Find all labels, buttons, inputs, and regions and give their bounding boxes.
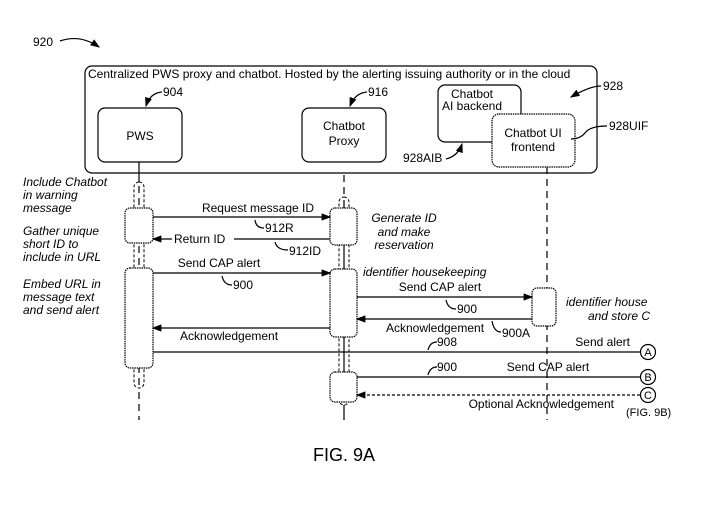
ref-928UIF-leader (570, 125, 608, 140)
proxy-activation-2 (329, 268, 358, 338)
ref-900A-leader (491, 320, 502, 333)
send-cap-3-label: Send CAP alert (507, 360, 590, 374)
ai-backend-label-2: AI backend (442, 99, 502, 113)
note-ui-2: and store C (588, 309, 650, 323)
ref-928: 928 (603, 79, 623, 93)
note-include-1: Include Chatbot (23, 175, 108, 189)
ref-904: 904 (163, 85, 183, 99)
figure-label: FIG. 9A (313, 445, 375, 465)
ref-912R: 912R (265, 221, 294, 235)
ref-928AIB-arrow (445, 142, 463, 160)
ui-frontend-box (491, 113, 576, 168)
ref-904-arrow (145, 91, 163, 108)
proxy-activation-3 (329, 371, 358, 403)
ref-912ID: 912ID (289, 244, 321, 258)
ui-frontend-label-2: frontend (511, 140, 555, 154)
pws-box (97, 107, 183, 163)
optional-ack-label: Optional Acknowledgement (469, 397, 615, 411)
ref-900-1-leader (221, 275, 233, 286)
ref-900-2-leader (445, 299, 457, 310)
note-generate-2: and make (378, 225, 431, 239)
connector-a-label: A (644, 347, 652, 359)
continued-label: (FIG. 9B) (626, 407, 671, 419)
note-embed-2: message text (23, 290, 95, 304)
ref-900-1: 900 (233, 278, 253, 292)
pws-label: PWS (126, 129, 153, 143)
proxy-label-2: Proxy (329, 134, 360, 148)
return-id-bg (172, 232, 234, 246)
note-embed-3: and send alert (23, 303, 100, 317)
ref-928AIB: 928AIB (403, 151, 442, 165)
ref-920: 920 (33, 35, 53, 49)
note-gather-1: Gather unique (23, 224, 99, 238)
note-include-3: message (23, 201, 72, 215)
ref-916: 916 (368, 85, 388, 99)
ack-ui-label: Acknowledgement (386, 321, 485, 335)
proxy-box (301, 107, 387, 163)
note-include-2: in warning (23, 188, 78, 202)
ref-908-leader (427, 341, 438, 351)
ref-908: 908 (437, 335, 457, 349)
note-generate-3: reservation (374, 238, 434, 252)
ref-928UIF: 928UIF (609, 119, 648, 133)
ui-activation (531, 287, 557, 327)
proxy-activation-1 (329, 207, 358, 246)
send-cap-2-label: Send CAP alert (399, 280, 482, 294)
ref-900A: 900A (502, 326, 530, 340)
ref-912ID-leader (274, 241, 289, 251)
note-housekeeping: identifier housekeeping (363, 265, 487, 279)
note-gather-2: short ID to (23, 237, 79, 251)
proxy-label-1: Chatbot (323, 119, 366, 133)
connector-c-label: C (644, 390, 652, 402)
connector-a (639, 343, 657, 361)
ref-928-arrow (569, 85, 602, 98)
ref-900-2: 900 (457, 302, 477, 316)
send-alert-label: Send alert (575, 335, 630, 349)
pws-notes: Include Chatbot in warning message Gathe… (23, 175, 108, 317)
ref-900-3: 900 (437, 360, 457, 374)
ui-frontend-label-1: Chatbot UI (504, 126, 561, 140)
connector-b (639, 368, 657, 386)
ack-pws-label: Acknowledgement (180, 329, 279, 343)
note-gather-3: include in URL (23, 250, 101, 264)
request-id-label: Request message ID (202, 201, 314, 215)
pws-activation-2 (124, 267, 154, 369)
connector-c (639, 386, 657, 404)
ai-backend-label-1: Chatbot (451, 87, 494, 101)
ref-916-arrow (349, 91, 368, 108)
pws-activation-1 (124, 207, 154, 244)
ref-920-arrow (59, 37, 100, 48)
note-embed-1: Embed URL in (23, 277, 101, 291)
return-id-label: Return ID (174, 232, 226, 246)
note-generate-1: Generate ID (371, 211, 437, 225)
ref-900-3-leader (427, 366, 438, 376)
connector-b-label: B (644, 372, 651, 384)
container-title: Centralized PWS proxy and chatbot. Hoste… (88, 67, 570, 81)
note-ui-1: identifier house (566, 295, 648, 309)
send-cap-1-label: Send CAP alert (178, 256, 261, 270)
ref-912R-leader (254, 219, 265, 229)
